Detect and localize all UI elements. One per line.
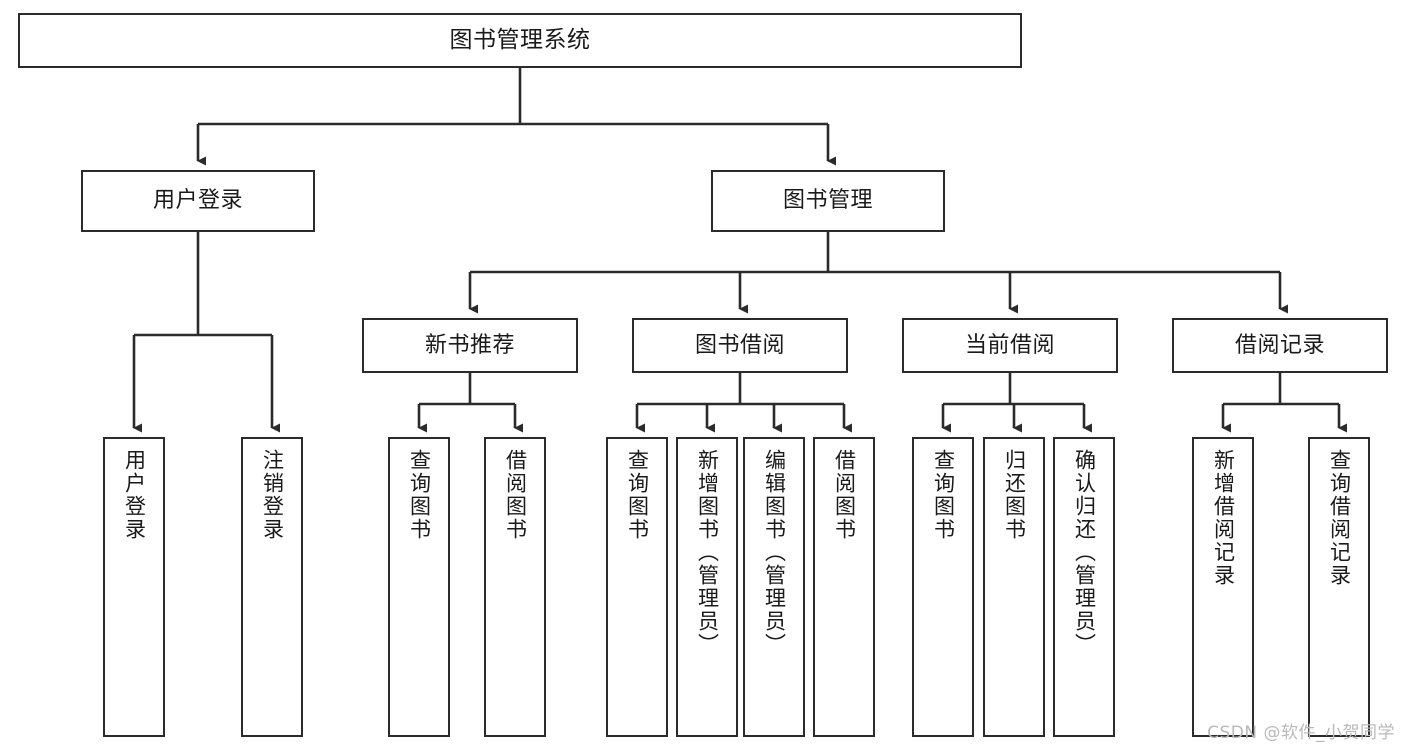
node-new-book-recommend[interactable]: 新书推荐 [362, 318, 578, 373]
watermark: CSDN @软件_小贺同学 [1207, 723, 1395, 743]
node-label-root: 图书管理系统 [449, 26, 591, 53]
node-user-logout[interactable]: 注销登录 [241, 437, 303, 737]
node-label-borrow-query-book: 查询图书 [625, 449, 650, 541]
node-label-book-manage: 图书管理 [782, 188, 873, 214]
node-record-add[interactable]: 新增借阅记录 [1192, 437, 1254, 737]
node-label-record-query: 查询借阅记录 [1327, 449, 1352, 587]
node-label-current-confirm-return: 确认归还（管理员） [1072, 449, 1097, 656]
node-label-user-login: 用户登录 [152, 188, 243, 214]
node-user-login[interactable]: 用户登录 [81, 170, 315, 232]
node-root[interactable]: 图书管理系统 [18, 13, 1022, 68]
node-borrow-add-book[interactable]: 新增图书（管理员） [676, 437, 738, 737]
node-label-recommend-borrow-book: 借阅图书 [503, 449, 528, 541]
node-current-borrow[interactable]: 当前借阅 [902, 318, 1118, 373]
node-label-borrow-edit-book: 编辑图书（管理员） [762, 449, 787, 656]
node-label-book-borrow: 图书借阅 [694, 332, 785, 358]
node-label-current-borrow: 当前借阅 [964, 332, 1055, 358]
node-current-query-book[interactable]: 查询图书 [912, 437, 974, 737]
node-label-recommend-query-book: 查询图书 [407, 449, 432, 541]
node-label-record-add: 新增借阅记录 [1211, 449, 1236, 587]
node-recommend-query-book[interactable]: 查询图书 [388, 437, 450, 737]
node-borrow-do-borrow[interactable]: 借阅图书 [813, 437, 875, 737]
node-label-borrow-add-book: 新增图书（管理员） [695, 449, 720, 656]
node-recommend-borrow-book[interactable]: 借阅图书 [484, 437, 546, 737]
node-label-user-login-do: 用户登录 [122, 449, 147, 541]
node-borrow-records[interactable]: 借阅记录 [1172, 318, 1388, 373]
node-current-return-book[interactable]: 归还图书 [983, 437, 1045, 737]
node-label-current-query-book: 查询图书 [931, 449, 956, 541]
node-label-new-book-recommend: 新书推荐 [424, 332, 515, 358]
node-borrow-edit-book[interactable]: 编辑图书（管理员） [743, 437, 805, 737]
node-label-borrow-records: 借阅记录 [1234, 332, 1325, 358]
node-label-user-logout: 注销登录 [260, 449, 285, 541]
edges [132, 68, 1347, 433]
node-record-query[interactable]: 查询借阅记录 [1308, 437, 1370, 737]
node-current-confirm-return[interactable]: 确认归还（管理员） [1053, 437, 1115, 737]
node-book-borrow[interactable]: 图书借阅 [632, 318, 848, 373]
node-book-manage[interactable]: 图书管理 [711, 170, 945, 232]
node-borrow-query-book[interactable]: 查询图书 [606, 437, 668, 737]
node-label-current-return-book: 归还图书 [1002, 449, 1027, 541]
node-user-login-do[interactable]: 用户登录 [103, 437, 165, 737]
node-label-borrow-do-borrow: 借阅图书 [832, 449, 857, 541]
